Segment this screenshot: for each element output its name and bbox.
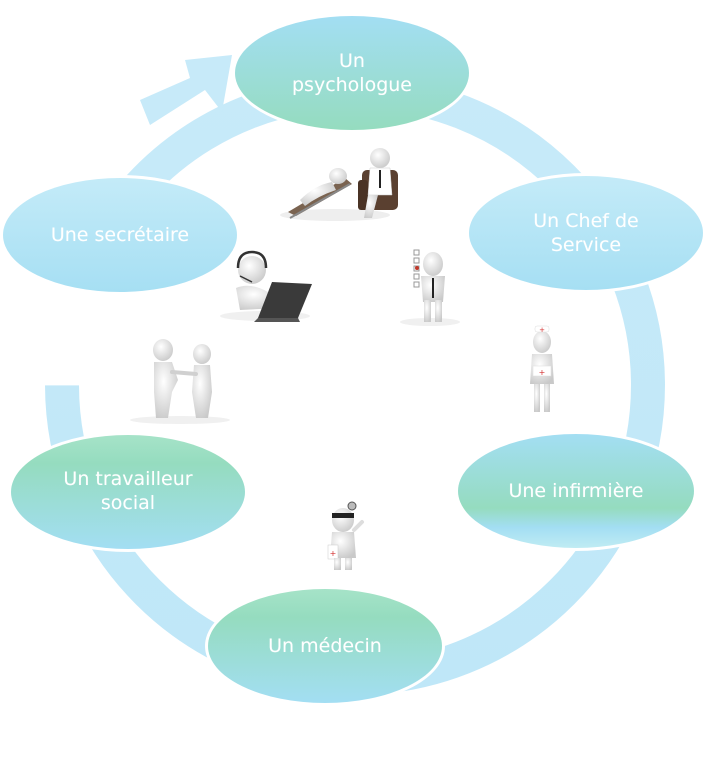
node-label-secretaire: Une secrétaire [50, 224, 190, 246]
nurse-icon: + + [530, 325, 554, 412]
svg-text:+: + [539, 326, 545, 334]
node-travailleur-social [8, 432, 248, 552]
node-psychologue [232, 13, 472, 133]
node-secretaire [0, 175, 240, 295]
svg-text:+: + [539, 368, 546, 377]
cycle-ring [45, 55, 665, 695]
handshake-icon [130, 339, 230, 424]
node-label-psychologue: Un psychologue [291, 50, 412, 96]
receptionist-laptop-icon [220, 250, 312, 322]
therapy-session-icon [280, 148, 398, 221]
node-label-travailleur-social: Un travailleur social [63, 468, 193, 514]
node-infirmiere [455, 431, 697, 551]
node-chef-de-service [466, 173, 706, 293]
cycle-arrow-head [140, 55, 232, 125]
manager-checklist-icon [400, 249, 460, 326]
node-label-chef-de-service: Un Chef de Service [533, 210, 639, 256]
doctor-icon: + [327, 501, 364, 570]
svg-text:+: + [330, 549, 337, 558]
node-label-medecin: Un médecin [268, 635, 382, 657]
node-label-infirmiere: Une infirmière [508, 480, 644, 502]
node-medecin [205, 586, 445, 706]
